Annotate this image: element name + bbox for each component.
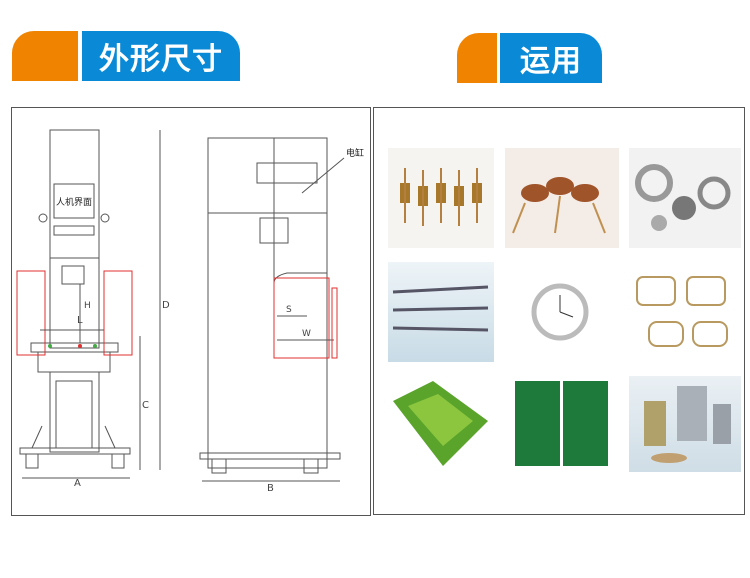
dim-A: A: [74, 478, 81, 489]
dim-D: D: [162, 300, 170, 311]
photo-wristwatch: [505, 262, 619, 362]
photo-syringe-needles: [388, 262, 494, 362]
photo-eyeglasses: [629, 262, 741, 362]
section-tab-accent: [457, 33, 497, 83]
hmi-label: 人机界面: [55, 197, 92, 208]
machine-drawing: L H D C A 电缸 S W B: [16, 129, 364, 494]
dim-C: C: [142, 400, 149, 411]
applications-panel: [373, 107, 745, 515]
photo-circuit-boards: [388, 376, 494, 472]
dim-S: S: [286, 305, 292, 315]
dim-L: L: [77, 315, 83, 326]
dim-W: W: [302, 329, 311, 339]
photo-pcb-green: [505, 376, 619, 472]
cylinder-label: 电缸: [346, 147, 364, 159]
dim-H: H: [84, 301, 91, 311]
photo-bushings: [629, 376, 741, 472]
photo-copper-rotors: [505, 148, 619, 248]
photo-motor-armatures: [388, 148, 494, 248]
photo-bearings-gears: [629, 148, 741, 248]
dimension-drawing-panel: L H D C A 电缸 S W B 人机界面: [11, 107, 371, 516]
section-tab-accent: [12, 31, 78, 81]
section-title-dimensions: 外形尺寸: [82, 31, 240, 81]
section-title-applications: 运用: [500, 33, 602, 83]
dim-B: B: [267, 483, 274, 494]
